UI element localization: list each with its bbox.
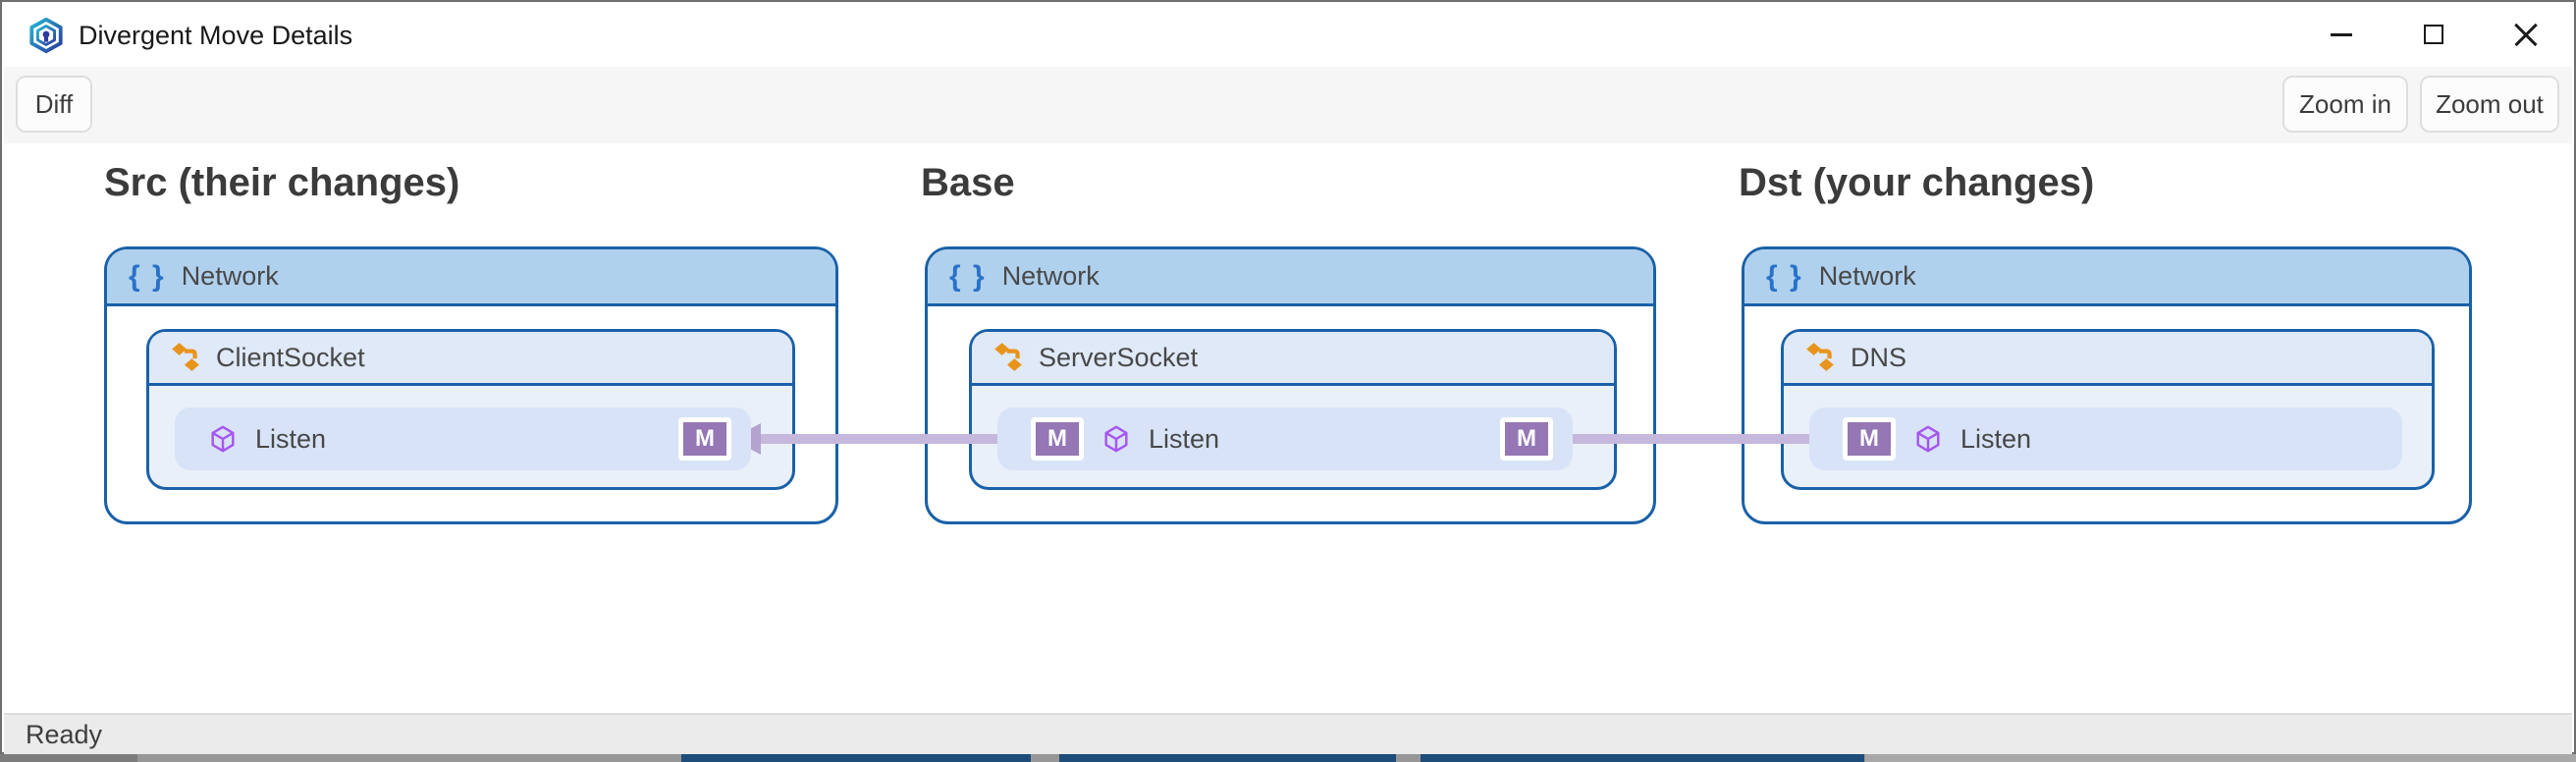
- dst-member-row[interactable]: M Listen: [1809, 408, 2402, 470]
- base-moved-badge-left[interactable]: M: [1031, 417, 1084, 461]
- dst-member-label: Listen: [1960, 423, 2032, 454]
- src-member-label: Listen: [255, 423, 327, 454]
- src-moved-badge[interactable]: M: [678, 417, 731, 461]
- braces-icon: { }: [949, 259, 987, 293]
- status-bar: Ready: [4, 713, 2572, 754]
- braces-icon: { }: [129, 259, 166, 293]
- base-member-label: Listen: [1149, 423, 1220, 454]
- desktop-fragment: [1865, 754, 2576, 762]
- src-class-label: ClientSocket: [216, 342, 365, 372]
- dst-class-label: DNS: [1851, 342, 1907, 372]
- base-moved-badge-right[interactable]: M: [1500, 417, 1553, 461]
- desktop-fragment: [1059, 754, 1396, 762]
- connector-base-to-dst: [1553, 434, 1818, 444]
- status-text: Ready: [26, 719, 103, 749]
- base-network-header[interactable]: { } Network: [928, 249, 1653, 306]
- class-flow-icon: [992, 341, 1025, 374]
- cube-icon: [208, 424, 238, 454]
- zoom-out-button[interactable]: Zoom out: [2420, 76, 2559, 133]
- src-class-header[interactable]: ClientSocket: [149, 332, 792, 386]
- src-member-row[interactable]: Listen M: [175, 408, 751, 470]
- maximize-button[interactable]: [2388, 4, 2480, 65]
- cube-icon: [1101, 424, 1131, 454]
- minimize-button[interactable]: [2295, 4, 2388, 65]
- base-network-label: Network: [1001, 261, 1100, 291]
- desktop-fragment: [1421, 754, 1864, 762]
- zoom-in-button[interactable]: Zoom in: [2282, 76, 2408, 133]
- dst-moved-badge[interactable]: M: [1843, 417, 1896, 461]
- braces-icon: { }: [1766, 259, 1803, 293]
- dst-column-header: Dst (your changes): [1739, 161, 2095, 204]
- src-column-header: Src (their changes): [104, 161, 460, 204]
- desktop-fragment: [681, 754, 1031, 762]
- base-class-label: ServerSocket: [1039, 342, 1199, 372]
- toolbar: Diff Zoom in Zoom out: [4, 67, 2572, 143]
- base-column-header: Base: [921, 161, 1015, 204]
- class-flow-icon: [169, 341, 202, 374]
- desktop-sliver: [0, 754, 2576, 762]
- base-class-header[interactable]: ServerSocket: [972, 332, 1614, 386]
- dst-network-header[interactable]: { } Network: [1744, 249, 2469, 306]
- class-flow-icon: [1803, 341, 1837, 374]
- dst-class-header[interactable]: DNS: [1784, 332, 2432, 386]
- app-logo-icon: [27, 17, 65, 54]
- cube-icon: [1913, 424, 1943, 454]
- close-icon: [2513, 22, 2539, 47]
- window-title: Divergent Move Details: [79, 21, 353, 50]
- connector-base-to-src: [746, 434, 1033, 444]
- src-network-label: Network: [181, 261, 279, 291]
- title-bar[interactable]: Divergent Move Details: [4, 4, 2572, 67]
- diff-button[interactable]: Diff: [16, 76, 92, 133]
- base-member-row[interactable]: M Listen M: [997, 408, 1573, 470]
- minimize-icon: [2331, 32, 2352, 36]
- dst-network-label: Network: [1818, 261, 1916, 291]
- src-network-header[interactable]: { } Network: [107, 249, 835, 306]
- maximize-icon: [2424, 25, 2443, 44]
- close-button[interactable]: [2480, 4, 2572, 65]
- desktop-fragment: [0, 754, 137, 762]
